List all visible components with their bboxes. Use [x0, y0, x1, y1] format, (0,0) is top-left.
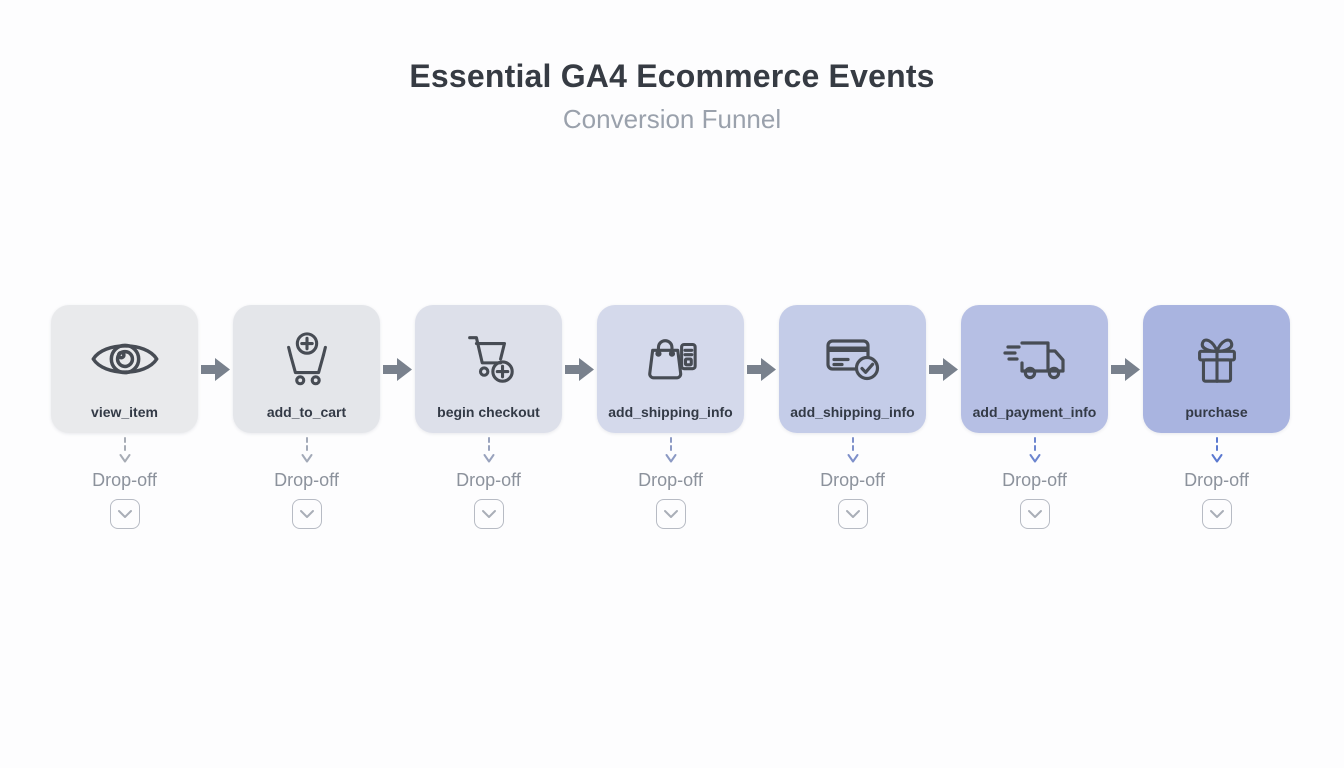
dropoff-expand-button[interactable] [109, 499, 140, 529]
page-title: Essential GA4 Ecommerce Events [409, 58, 935, 94]
dropoff-expand-button[interactable] [1201, 499, 1232, 529]
funnel-step-view-item: view_item Drop-off [51, 305, 198, 529]
arrow-right-icon [926, 358, 961, 381]
funnel-step-add-to-cart: add_to_cart Drop-off [233, 305, 380, 529]
eye-icon [90, 305, 160, 404]
arrow-down-dashed-icon [846, 437, 860, 464]
arrow-down-dashed-icon [1028, 437, 1042, 464]
dropoff-label: Drop-off [820, 470, 885, 490]
chevron-down-icon [845, 509, 861, 519]
chevron-down-icon [1209, 509, 1225, 519]
event-label: add_shipping_info [608, 404, 733, 420]
cart-checkout-icon [458, 305, 520, 404]
event-card-add-shipping-info[interactable]: add_shipping_info [597, 305, 744, 433]
delivery-truck-icon [1002, 305, 1068, 404]
event-label: add_to_cart [266, 404, 347, 420]
credit-card-check-icon [821, 305, 885, 404]
event-card-add-payment-info[interactable]: add_payment_info [961, 305, 1108, 433]
dropoff-expand-button[interactable] [1019, 499, 1050, 529]
cart-plus-icon [276, 305, 338, 404]
funnel-step-add-shipping-info-2: add_shipping_info Drop-off [779, 305, 926, 529]
dropoff-label: Drop-off [456, 470, 521, 490]
chevron-down-icon [1027, 509, 1043, 519]
funnel-step-purchase: purchase Drop-off [1143, 305, 1290, 529]
dropoff-expand-button[interactable] [655, 499, 686, 529]
chevron-down-icon [481, 509, 497, 519]
shopping-bag-icon [640, 305, 702, 404]
dropoff-label: Drop-off [92, 470, 157, 490]
arrow-right-icon [744, 358, 779, 381]
event-label: begin checkout [437, 404, 540, 420]
chevron-down-icon [663, 509, 679, 519]
dropoff-label: Drop-off [638, 470, 703, 490]
chevron-down-icon [299, 509, 315, 519]
dropoff-expand-button[interactable] [291, 499, 322, 529]
dropoff-expand-button[interactable] [473, 499, 504, 529]
event-card-begin-checkout[interactable]: begin checkout [415, 305, 562, 433]
dropoff-label: Drop-off [1184, 470, 1249, 490]
event-label: view_item [91, 404, 158, 420]
chevron-down-icon [117, 509, 133, 519]
event-label: add_payment_info [972, 404, 1097, 420]
gift-icon [1188, 305, 1246, 404]
dropoff-label: Drop-off [1002, 470, 1067, 490]
arrow-right-icon [1108, 358, 1143, 381]
arrow-down-dashed-icon [118, 437, 132, 464]
event-label: add_shipping_info [790, 404, 915, 420]
dropoff-label: Drop-off [274, 470, 339, 490]
funnel-row: view_item Drop-off [51, 305, 1293, 529]
funnel-step-add-shipping-info: add_shipping_info Drop-off [597, 305, 744, 529]
funnel-step-add-payment-info: add_payment_info Drop-off [961, 305, 1108, 529]
arrow-right-icon [198, 358, 233, 381]
arrow-down-dashed-icon [1210, 437, 1224, 464]
arrow-right-icon [380, 358, 415, 381]
event-card-add-to-cart[interactable]: add_to_cart [233, 305, 380, 433]
arrow-down-dashed-icon [300, 437, 314, 464]
event-card-view-item[interactable]: view_item [51, 305, 198, 433]
dropoff-expand-button[interactable] [837, 499, 868, 529]
page-header: Essential GA4 Ecommerce Events Conversio… [0, 58, 1344, 135]
arrow-down-dashed-icon [664, 437, 678, 464]
event-card-add-shipping-info-2[interactable]: add_shipping_info [779, 305, 926, 433]
arrow-right-icon [562, 358, 597, 381]
arrow-down-dashed-icon [482, 437, 496, 464]
funnel-step-begin-checkout: begin checkout Drop-off [415, 305, 562, 529]
event-label: purchase [1185, 404, 1248, 420]
page-subtitle: Conversion Funnel [562, 104, 782, 134]
event-card-purchase[interactable]: purchase [1143, 305, 1290, 433]
